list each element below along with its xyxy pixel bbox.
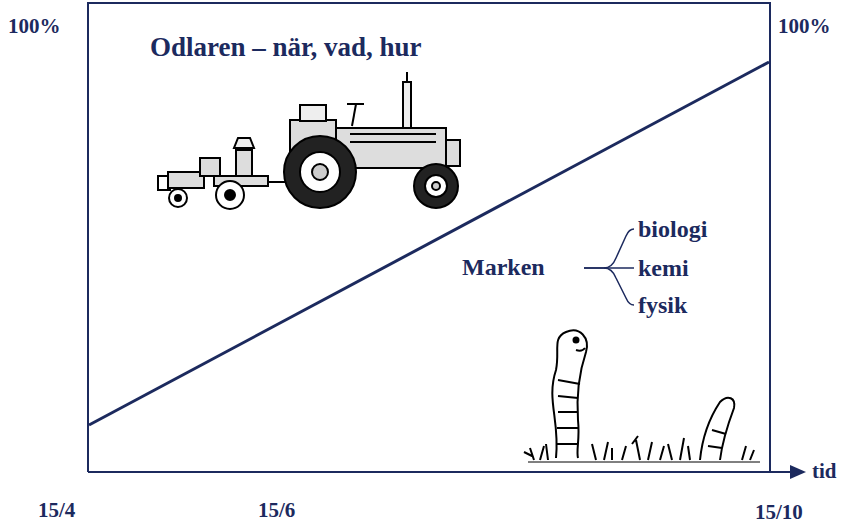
soil-heading: Marken <box>462 255 545 279</box>
date-tick: 15/4 <box>38 500 75 521</box>
axis-title: tid <box>812 461 837 482</box>
share-line <box>89 62 769 425</box>
date-tick: 15/10 <box>755 502 803 523</box>
plot-frame <box>88 3 770 472</box>
axis-max: 100% <box>778 16 831 37</box>
axis-arrowhead <box>790 465 806 479</box>
soil-factor: biologi <box>638 217 707 241</box>
time-axis <box>88 471 792 473</box>
soil-factor: kemi <box>638 256 689 280</box>
worm-illustration <box>524 330 760 462</box>
branch-lines <box>584 229 634 305</box>
farmer-heading: Odlaren – när, vad, hur <box>150 34 422 61</box>
axis-max: 100% <box>8 16 61 37</box>
tractor-illustration <box>158 72 460 209</box>
soil-factor: fysik <box>638 293 687 317</box>
date-tick: 15/6 <box>258 500 295 521</box>
